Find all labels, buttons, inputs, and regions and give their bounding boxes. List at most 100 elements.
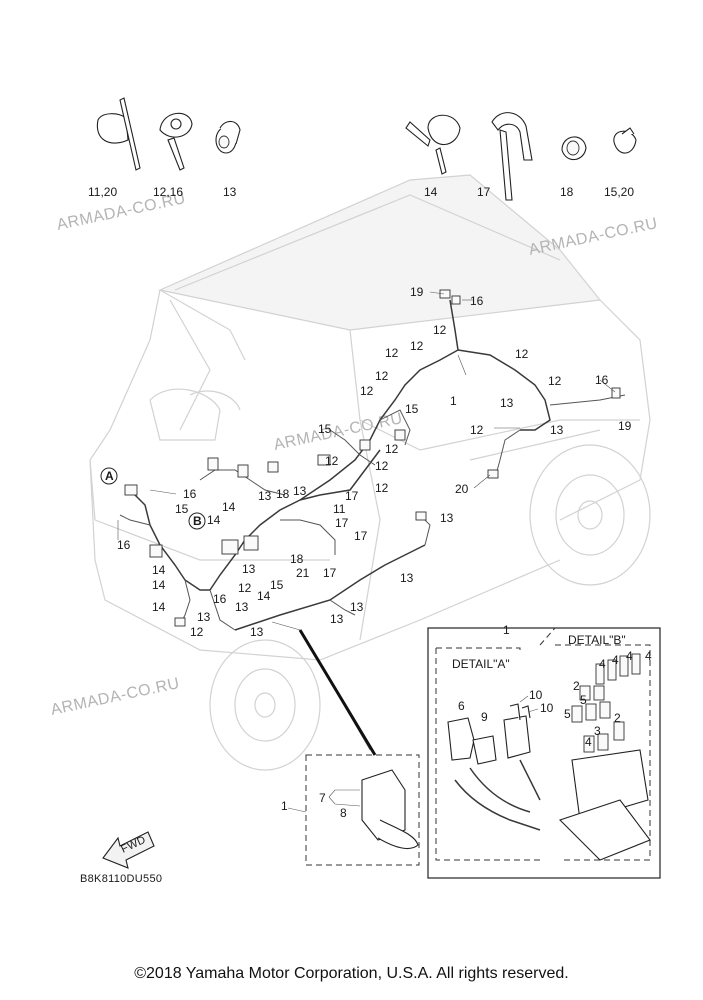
inset-label-8: 8 — [340, 806, 347, 820]
clip-label-17: 17 — [477, 185, 491, 199]
label-15: 15 — [175, 502, 189, 516]
cable-tie-part-11-20 — [96, 97, 141, 171]
detail-label-4: 4 — [612, 653, 619, 667]
label-12: 12 — [470, 423, 484, 437]
detail-label-4: 4 — [599, 657, 606, 671]
vehicle-outline — [89, 174, 651, 771]
label-17: 17 — [354, 529, 368, 543]
detail-label-2: 2 — [614, 711, 621, 725]
label-12: 12 — [410, 339, 424, 353]
label-12: 12 — [375, 459, 389, 473]
label-13: 13 — [250, 625, 264, 639]
label-13: 13 — [550, 423, 564, 437]
label-11: 11 — [333, 502, 346, 516]
label-12: 12 — [360, 384, 374, 398]
label-18: 18 — [290, 552, 304, 566]
detail-label-4: 4 — [585, 735, 592, 749]
label-13: 13 — [440, 511, 454, 525]
label-17: 17 — [323, 566, 337, 580]
label-12: 12 — [375, 481, 389, 495]
leader-lines — [117, 291, 616, 756]
forward-arrow-icon: FWD — [102, 831, 155, 869]
wire-harness — [119, 289, 626, 631]
front-wheel — [209, 639, 321, 771]
copyright-notice: ©2018 Yamaha Motor Corporation, U.S.A. A… — [134, 965, 569, 982]
label-19: 19 — [618, 419, 632, 433]
label-12: 12 — [515, 347, 529, 361]
label-12: 12 — [238, 581, 252, 595]
label-14: 14 — [257, 589, 271, 603]
label-19: 19 — [410, 285, 424, 299]
label-20: 20 — [455, 482, 469, 496]
label-1: 1 — [450, 394, 457, 408]
label-17: 17 — [345, 489, 359, 503]
rear-wheel — [529, 444, 651, 586]
detail-box: 1 DETAIL"B" DETAIL"A" 6 9 10 10 — [427, 623, 661, 879]
label-14: 14 — [222, 500, 236, 514]
label-12: 12 — [385, 442, 399, 456]
label-14: 14 — [152, 578, 166, 592]
cable-tie-part-14 — [405, 114, 461, 175]
detail-label-1: 1 — [503, 623, 510, 637]
inset-label-1: 1 — [281, 799, 288, 813]
relay-inset: 1 7 8 — [281, 754, 420, 866]
detail-label-9: 9 — [481, 710, 488, 724]
detail-a-parts: 6 9 10 10 — [447, 688, 554, 831]
label-14: 14 — [152, 563, 166, 577]
detail-label-2: 2 — [573, 679, 580, 693]
label-13: 13 — [350, 600, 364, 614]
detail-label-4: 4 — [645, 649, 652, 663]
label-21: 21 — [296, 566, 310, 580]
label-17: 17 — [335, 516, 349, 530]
label-13: 13 — [400, 571, 414, 585]
detail-b-parts: 4 4 4 4 2 5 5 3 2 4 — [558, 649, 652, 861]
label-16: 16 — [213, 592, 227, 606]
label-14: 14 — [152, 600, 166, 614]
band-clip-part-12-16 — [159, 112, 193, 171]
label-16: 16 — [470, 294, 484, 308]
label-13: 13 — [330, 612, 344, 626]
detail-b-title: DETAIL"B" — [568, 633, 626, 647]
label-15: 15 — [270, 578, 284, 592]
part-number-labels: 19 16 12 12 12 12 12 12 12 1 16 15 13 19… — [117, 285, 632, 639]
label-12: 12 — [385, 346, 399, 360]
label-18: 18 — [276, 487, 290, 501]
label-13: 13 — [197, 610, 211, 624]
clip-parts-row: 11,20 12,16 13 14 17 18 15,20 — [88, 97, 637, 201]
label-12: 12 — [433, 323, 447, 337]
watermark-2: ARMADA-CO.RU — [527, 215, 659, 259]
callout-b: B — [188, 512, 206, 530]
detail-a-title: DETAIL"A" — [452, 657, 510, 671]
detail-label-5: 5 — [580, 693, 587, 707]
band-part-18 — [561, 136, 587, 161]
clip-label-12-16: 12,16 — [153, 185, 183, 199]
grommet-clip-part-13 — [215, 120, 241, 154]
watermark-4: ARMADA-CO.RU — [49, 675, 181, 719]
label-12: 12 — [375, 369, 389, 383]
detail-label-10: 10 — [529, 688, 543, 702]
label-12: 12 — [548, 374, 562, 388]
label-12: 12 — [325, 454, 339, 468]
clip-label-11-20: 11,20 — [88, 185, 117, 199]
label-13: 13 — [293, 484, 307, 498]
detail-label-10: 10 — [540, 701, 554, 715]
label-13: 13 — [242, 562, 256, 576]
label-16: 16 — [117, 538, 131, 552]
strap-part-17 — [491, 112, 533, 201]
clip-label-14: 14 — [424, 185, 438, 199]
callout-a: A — [100, 467, 118, 485]
clip-label-13: 13 — [223, 185, 237, 199]
label-13: 13 — [500, 396, 514, 410]
diagram-code: B8K8110DU550 — [80, 873, 162, 885]
detail-label-3: 3 — [594, 724, 601, 738]
label-16: 16 — [595, 373, 609, 387]
label-13: 13 — [258, 489, 272, 503]
detail-label-4: 4 — [626, 649, 633, 663]
detail-label-6: 6 — [458, 699, 465, 713]
callout-b-label: B — [193, 514, 202, 528]
label-15: 15 — [405, 402, 419, 416]
label-12: 12 — [190, 625, 204, 639]
callout-a-label: A — [105, 469, 114, 483]
label-14: 14 — [207, 513, 221, 527]
